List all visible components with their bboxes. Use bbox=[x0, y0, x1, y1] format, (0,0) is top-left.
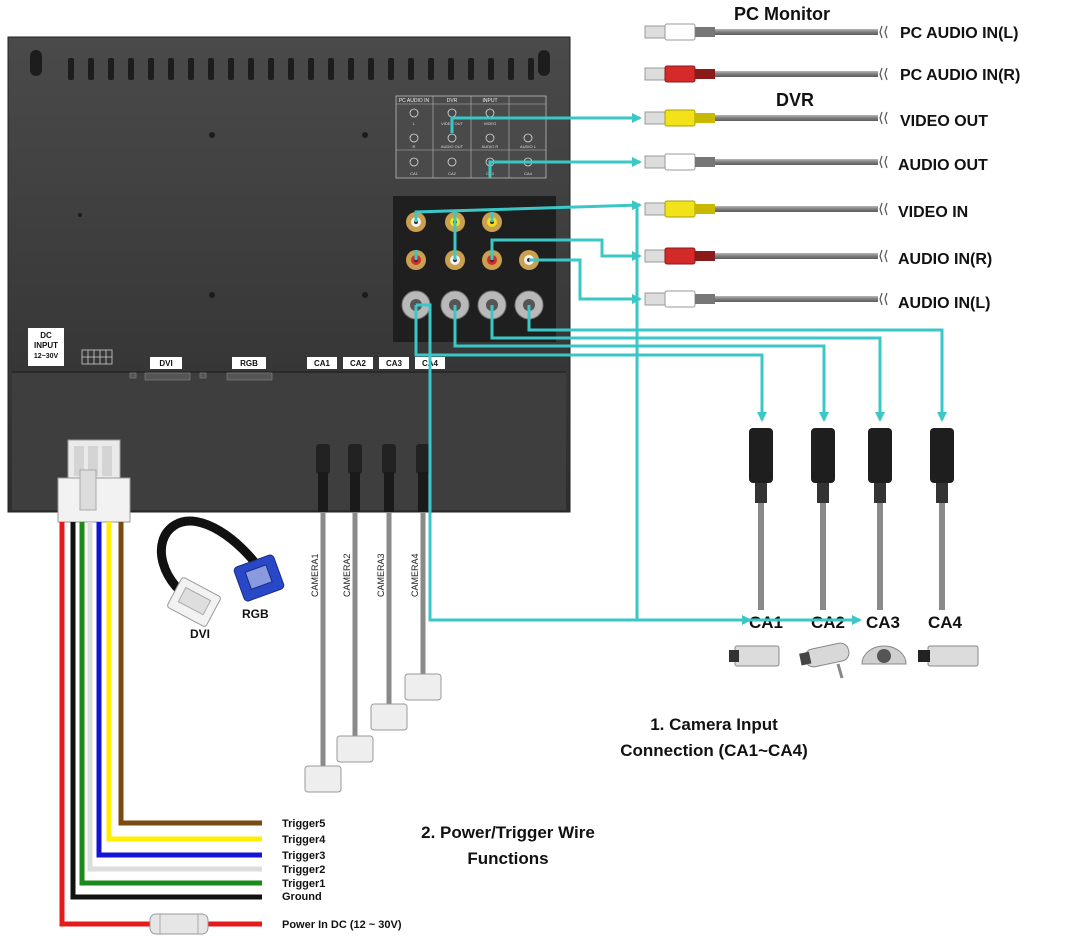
jack-panel: PC AUDIO IN DVR INPUT L VIDEO OUT VIDEO … bbox=[395, 95, 547, 179]
jack-header-pc-audio: PC AUDIO IN bbox=[399, 98, 430, 104]
camera1-cable: CAMERA1 bbox=[304, 444, 342, 793]
camera3-cable-label: CAMERA3 bbox=[376, 553, 386, 597]
jack-header-input: INPUT bbox=[483, 98, 498, 104]
rca-cable-pc-audio-in-l: PC AUDIO IN(L) bbox=[644, 23, 1019, 42]
svg-text:AUDIO OUT: AUDIO OUT bbox=[898, 157, 988, 174]
dvr-label: DVR bbox=[776, 90, 814, 110]
jack-sub-ca4: CA4 bbox=[524, 171, 533, 176]
dc-input-label: DC INPUT 12~30V bbox=[28, 328, 64, 366]
fuse-holder bbox=[149, 913, 209, 935]
camera-label-ca4: CA4 bbox=[928, 613, 963, 632]
svg-text:DVI: DVI bbox=[159, 359, 172, 368]
svg-text:INPUT: INPUT bbox=[34, 341, 58, 350]
svg-text:RGB: RGB bbox=[240, 359, 258, 368]
camera-icon-ca4 bbox=[918, 645, 979, 667]
ca1-port-label: CA1 bbox=[307, 357, 337, 369]
svg-text:12~30V: 12~30V bbox=[34, 353, 59, 360]
wire-label-trigger3: Trigger3 bbox=[282, 850, 325, 862]
svg-text:1. Camera Input: 1. Camera Input bbox=[650, 715, 778, 734]
jack-sub-audio-out: AUDIO OUT bbox=[441, 144, 464, 149]
camera-icon-ca2 bbox=[799, 642, 850, 679]
power-connector bbox=[57, 439, 131, 523]
rca-cable-audio-out: AUDIO OUT bbox=[644, 153, 988, 174]
rgb-cable-label: RGB bbox=[242, 607, 269, 621]
rca-cable-audio-in-r: AUDIO IN(R) bbox=[644, 247, 992, 268]
camera3-cable: CAMERA3 bbox=[370, 444, 408, 731]
camera-icon-ca1 bbox=[729, 645, 780, 667]
jack-sub-ca2: CA2 bbox=[448, 171, 457, 176]
rca-cable-video-out: VIDEO OUT bbox=[644, 109, 988, 130]
svg-text:AUDIO IN(R): AUDIO IN(R) bbox=[898, 251, 992, 268]
camera-label-ca1: CA1 bbox=[749, 613, 783, 632]
camera2-cable: CAMERA2 bbox=[336, 444, 374, 763]
wire-label-trigger2: Trigger2 bbox=[282, 864, 325, 876]
svg-text:Connection (CA1~CA4): Connection (CA1~CA4) bbox=[620, 741, 807, 760]
rca-cable-audio-in-l: AUDIO IN(L) bbox=[644, 290, 990, 312]
jack-sub-audio-l: AUDIO L bbox=[520, 144, 537, 149]
svg-text:CA3: CA3 bbox=[386, 359, 403, 368]
dvi-cable-label: DVI bbox=[190, 627, 210, 641]
cable-break-marks bbox=[879, 25, 888, 306]
ca2-port-label: CA2 bbox=[343, 357, 373, 369]
svg-text:CA2: CA2 bbox=[350, 359, 367, 368]
wire-label-trigger4: Trigger4 bbox=[282, 834, 326, 846]
svg-text:2. Power/Trigger Wire: 2. Power/Trigger Wire bbox=[421, 823, 595, 842]
jack-sub-l: L bbox=[413, 121, 416, 126]
svg-text:Functions: Functions bbox=[467, 849, 548, 868]
rca-cable-video-in: VIDEO IN bbox=[644, 200, 968, 221]
camera-icon-ca3 bbox=[861, 645, 907, 665]
ca3-bnc-plug bbox=[868, 428, 892, 610]
ca4-bnc-plug bbox=[930, 428, 954, 610]
camera-label-ca3: CA3 bbox=[866, 613, 900, 632]
camera-side-cables bbox=[749, 428, 954, 610]
connection-lines bbox=[414, 113, 947, 625]
svg-text:AUDIO IN(L): AUDIO IN(L) bbox=[898, 295, 990, 312]
camera2-cable-label: CAMERA2 bbox=[342, 553, 352, 597]
dc-input-pin-diagram bbox=[81, 349, 113, 365]
camera4-cable-label: CAMERA4 bbox=[410, 553, 420, 597]
camera1-cable-label: CAMERA1 bbox=[310, 553, 320, 597]
svg-text:PC AUDIO IN(L): PC AUDIO IN(L) bbox=[900, 25, 1019, 42]
jack-sub-video: VIDEO bbox=[484, 121, 496, 126]
dvi-plug-icon bbox=[167, 577, 221, 627]
camera-bnc-cables: CAMERA1 CAMERA2 CAMERA3 CAMERA4 bbox=[304, 444, 442, 793]
camera4-cable: CAMERA4 bbox=[404, 444, 442, 701]
dvi-port-label: DVI bbox=[150, 357, 182, 369]
svg-text:VIDEO OUT: VIDEO OUT bbox=[900, 113, 988, 130]
svg-text:PC AUDIO IN(R): PC AUDIO IN(R) bbox=[900, 67, 1020, 84]
jack-sub-r: R bbox=[413, 144, 416, 149]
svg-text:DC: DC bbox=[40, 331, 52, 340]
svg-text:VIDEO IN: VIDEO IN bbox=[898, 204, 968, 221]
camera-input-caption: 1. Camera Input Connection (CA1~CA4) bbox=[620, 715, 807, 760]
rca-cable-pc-audio-in-r: PC AUDIO IN(R) bbox=[644, 65, 1020, 84]
wire-label-trigger5: Trigger5 bbox=[282, 818, 325, 830]
power-trigger-caption: 2. Power/Trigger Wire Functions bbox=[421, 823, 595, 868]
dvi-rgb-cable: DVI RGB bbox=[156, 516, 285, 641]
camera-labels: CA1 CA2 CA3 CA4 bbox=[749, 613, 963, 632]
svg-text:CA1: CA1 bbox=[314, 359, 331, 368]
ca1-bnc-plug bbox=[749, 428, 773, 610]
rgb-port-label: RGB bbox=[232, 357, 266, 369]
jack-sub-audio-r: AUDIO R bbox=[482, 144, 499, 149]
jack-sub-ca1: CA1 bbox=[410, 171, 419, 176]
wire-label-ground: Ground bbox=[282, 891, 322, 903]
power-wires bbox=[59, 522, 262, 927]
wire-label-trigger1: Trigger1 bbox=[282, 878, 325, 890]
wire-label-power-in: Power In DC (12 ~ 30V) bbox=[282, 919, 402, 931]
pc-monitor-label: PC Monitor bbox=[734, 4, 830, 24]
ca3-port-label: CA3 bbox=[379, 357, 409, 369]
rgb-plug-icon bbox=[233, 554, 285, 602]
port-sockets bbox=[129, 372, 273, 381]
ca2-bnc-plug bbox=[811, 428, 835, 610]
rca-cables: PC AUDIO IN(L) PC AUDIO IN(R) VIDEO OUT … bbox=[644, 4, 1020, 312]
camera-devices bbox=[729, 642, 979, 679]
vent-slots bbox=[30, 50, 550, 80]
wire-labels: Trigger5 Trigger4 Trigger3 Trigger2 Trig… bbox=[282, 818, 402, 931]
jack-header-dvr: DVR bbox=[447, 98, 458, 104]
camera-label-ca2: CA2 bbox=[811, 613, 845, 632]
